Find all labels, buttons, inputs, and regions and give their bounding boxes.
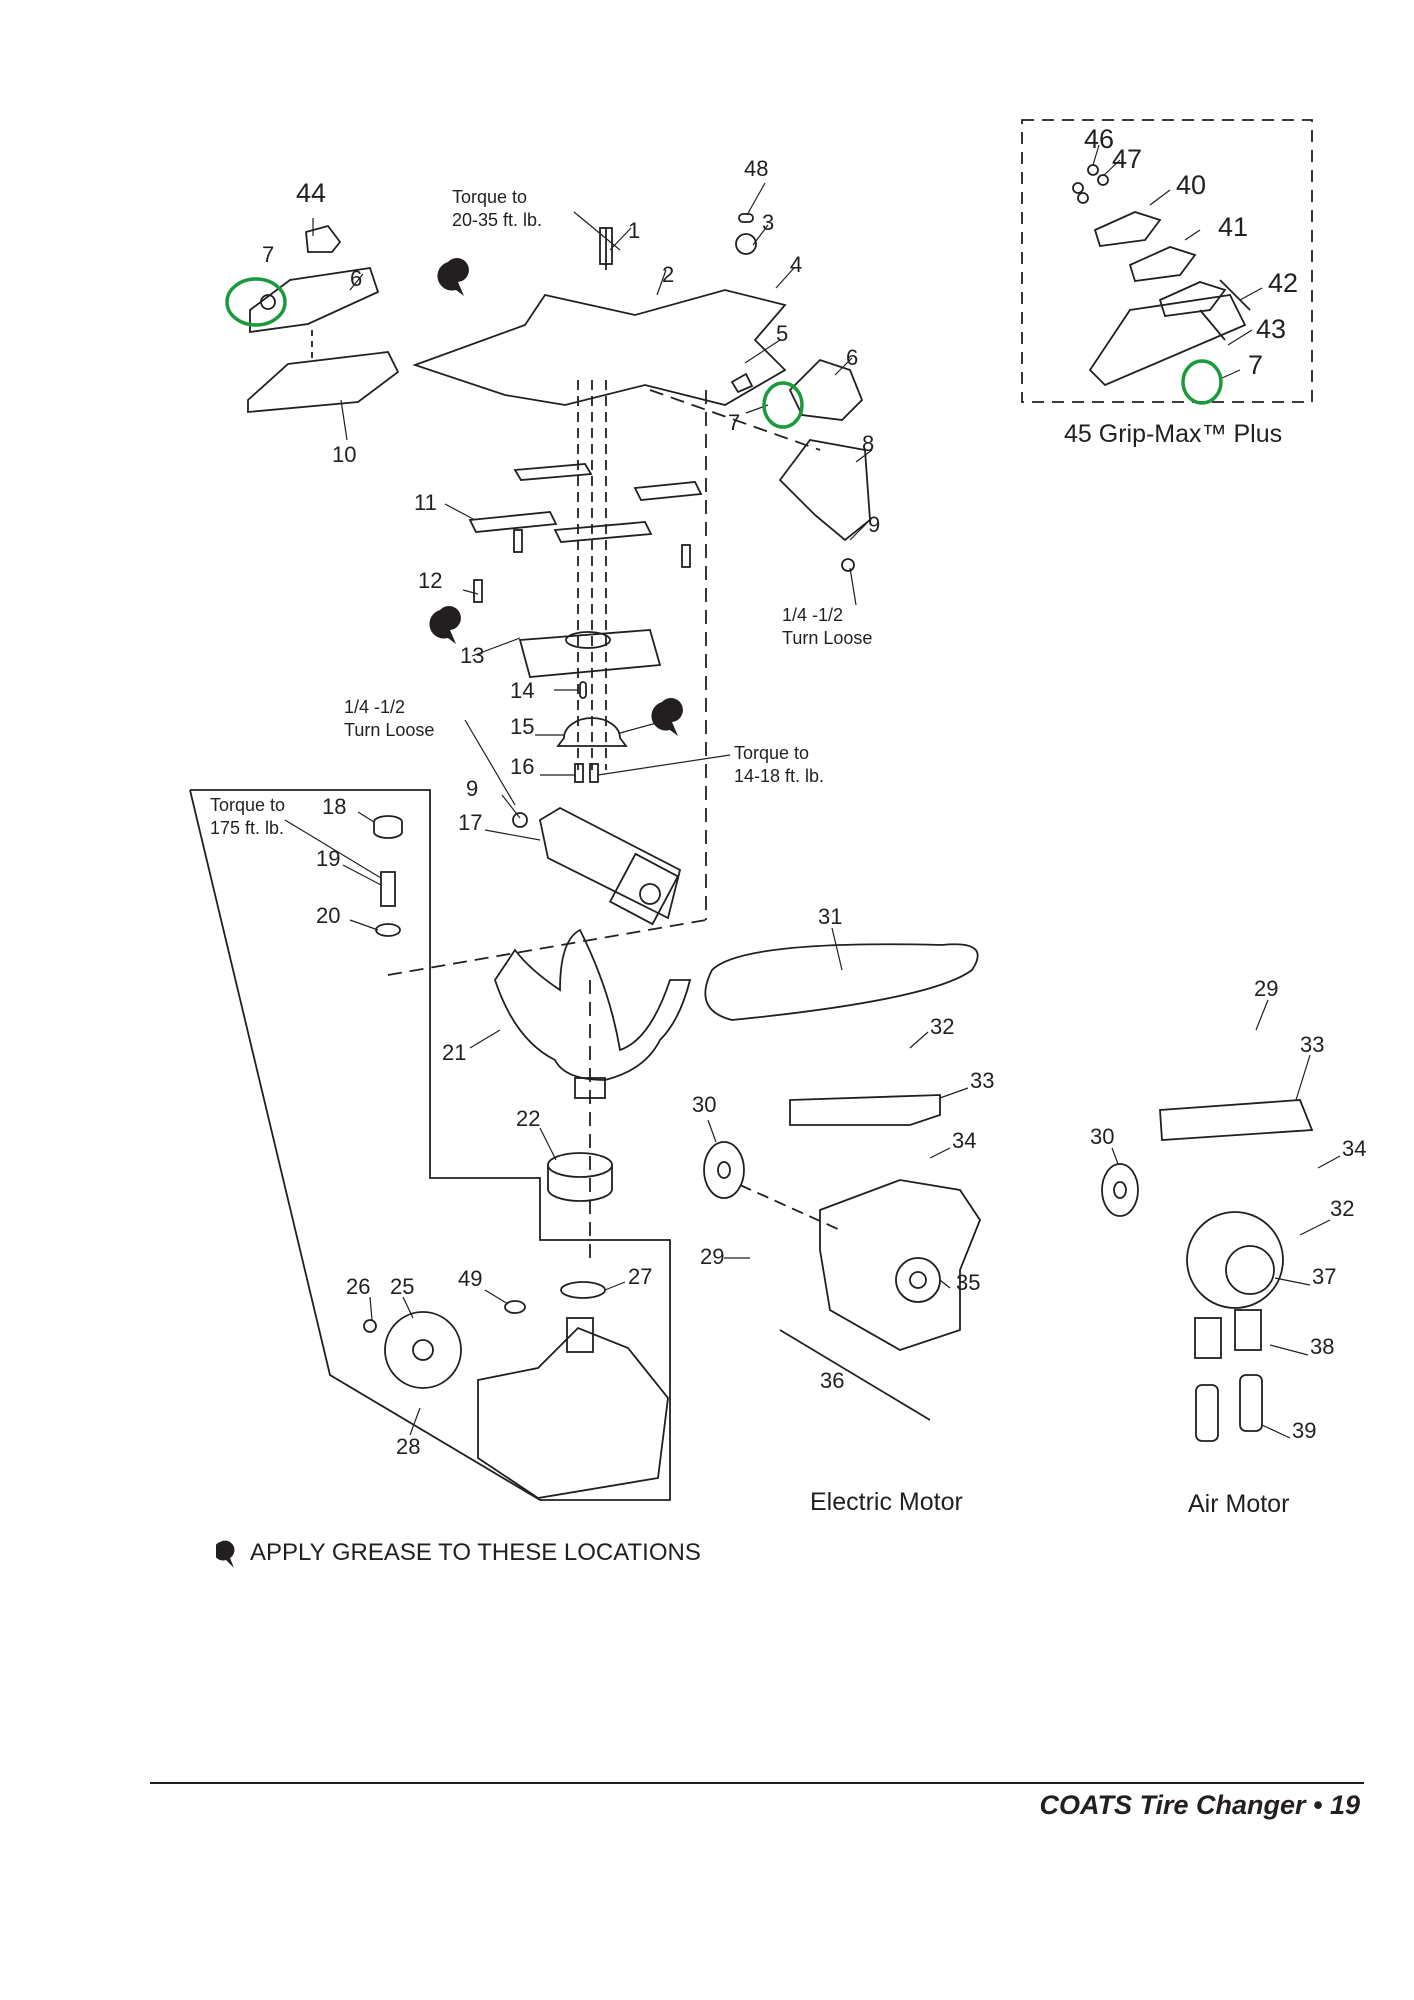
callout-11: 11 bbox=[414, 490, 437, 515]
grease-drop-icon bbox=[216, 1540, 235, 1568]
callout-13: 13 bbox=[460, 643, 485, 668]
callout-34-air: 34 bbox=[1342, 1136, 1367, 1161]
actuator-assembly bbox=[512, 806, 682, 926]
callout-46: 46 bbox=[1084, 124, 1115, 154]
callout-43: 43 bbox=[1256, 314, 1287, 344]
callout-7: 7 bbox=[262, 242, 275, 267]
callout-28: 28 bbox=[396, 1434, 421, 1459]
grease-drop-icon bbox=[651, 698, 683, 736]
callout-29-air: 29 bbox=[1254, 976, 1279, 1001]
callout-18: 18 bbox=[322, 794, 347, 819]
callout-3: 3 bbox=[762, 210, 775, 235]
callout-7-gripmax: 7 bbox=[1248, 350, 1264, 380]
callout-41: 41 bbox=[1218, 212, 1249, 242]
footer-rule bbox=[150, 1782, 1364, 1784]
highlight-circle-part-7-left bbox=[225, 277, 287, 327]
callout-6: 6 bbox=[350, 266, 363, 291]
yoke bbox=[494, 928, 692, 1081]
callout-32-air: 32 bbox=[1330, 1196, 1355, 1221]
grease-drop-icon bbox=[437, 258, 469, 296]
electric-motor-assembly bbox=[703, 1094, 982, 1421]
callout-44: 44 bbox=[296, 178, 327, 208]
callout-2: 2 bbox=[662, 262, 675, 287]
page-footer: COATS Tire Changer • 19 bbox=[1039, 1790, 1360, 1820]
callout-8: 8 bbox=[862, 431, 875, 456]
callout-7-right: 7 bbox=[728, 410, 741, 435]
callout-33: 33 bbox=[970, 1068, 995, 1093]
callout-4: 4 bbox=[790, 252, 803, 277]
loose-note-part-9-left: 1/4 -1/2 Turn Loose bbox=[344, 697, 435, 740]
callout-33-air: 33 bbox=[1300, 1032, 1325, 1057]
callout-21: 21 bbox=[442, 1040, 467, 1065]
callout-49: 49 bbox=[458, 1266, 483, 1291]
callout-30: 30 bbox=[692, 1092, 717, 1117]
gearbox-boundary bbox=[189, 789, 671, 1501]
callout-14: 14 bbox=[510, 678, 535, 703]
callout-37: 37 bbox=[1312, 1264, 1337, 1289]
callout-5: 5 bbox=[776, 321, 789, 346]
grease-drop-icon bbox=[429, 606, 461, 644]
callout-6-right: 6 bbox=[846, 345, 859, 370]
callout-15: 15 bbox=[510, 714, 535, 739]
callout-42: 42 bbox=[1268, 268, 1299, 298]
torque-note-part-1: Torque to 20-35 ft. lb. bbox=[452, 187, 543, 230]
callout-36: 36 bbox=[820, 1368, 845, 1393]
callout-22: 22 bbox=[516, 1106, 541, 1131]
callout-31: 31 bbox=[818, 904, 843, 929]
callout-9: 9 bbox=[868, 512, 881, 537]
electric-motor-caption: Electric Motor bbox=[810, 1488, 963, 1516]
callout-1: 1 bbox=[628, 218, 641, 243]
callout-40: 40 bbox=[1176, 170, 1207, 200]
callout-30-air: 30 bbox=[1090, 1124, 1115, 1149]
callout-9-left: 9 bbox=[466, 776, 479, 801]
callout-32: 32 bbox=[930, 1014, 955, 1039]
callout-12: 12 bbox=[418, 568, 443, 593]
slides-assembly bbox=[468, 463, 703, 603]
callout-38: 38 bbox=[1310, 1334, 1335, 1359]
callout-10: 10 bbox=[332, 442, 357, 467]
callout-19: 19 bbox=[316, 846, 341, 871]
callout-17: 17 bbox=[458, 810, 483, 835]
gearbox-housing bbox=[477, 1326, 669, 1499]
callout-34: 34 bbox=[952, 1128, 977, 1153]
callout-25: 25 bbox=[390, 1274, 415, 1299]
drive-belt bbox=[704, 943, 979, 1021]
callout-26: 26 bbox=[346, 1274, 371, 1299]
torque-note-part-19: Torque to 175 ft. lb. bbox=[210, 795, 286, 838]
grip-max-inset-box bbox=[1021, 119, 1313, 403]
grease-legend: APPLY GREASE TO THESE LOCATIONS bbox=[216, 1538, 701, 1568]
loose-note-part-9: 1/4 -1/2 Turn Loose bbox=[782, 605, 873, 648]
callout-47: 47 bbox=[1112, 144, 1143, 174]
callout-16: 16 bbox=[510, 754, 535, 779]
highlight-circle-part-7-right bbox=[762, 381, 804, 429]
callout-35: 35 bbox=[956, 1270, 981, 1295]
callout-48: 48 bbox=[744, 156, 769, 181]
highlight-circle-part-7-gripmax bbox=[1181, 359, 1223, 405]
callout-27: 27 bbox=[628, 1264, 653, 1289]
grease-legend-text: APPLY GREASE TO THESE LOCATIONS bbox=[250, 1539, 701, 1566]
left-clamp-assembly bbox=[247, 224, 400, 413]
grip-max-caption: 45 Grip-Max™ Plus bbox=[1064, 420, 1283, 448]
right-clamp-assembly bbox=[730, 358, 871, 572]
callout-20: 20 bbox=[316, 903, 341, 928]
grip-max-parts bbox=[1072, 164, 1251, 387]
air-motor-assembly bbox=[1101, 1099, 1314, 1442]
mount-plate bbox=[518, 629, 662, 678]
callout-39: 39 bbox=[1292, 1418, 1317, 1443]
callout-29: 29 bbox=[700, 1244, 725, 1269]
air-motor-caption: Air Motor bbox=[1188, 1490, 1290, 1518]
torque-note-part-16: Torque to 14-18 ft. lb. bbox=[734, 743, 825, 786]
turntable-plate bbox=[412, 213, 787, 406]
